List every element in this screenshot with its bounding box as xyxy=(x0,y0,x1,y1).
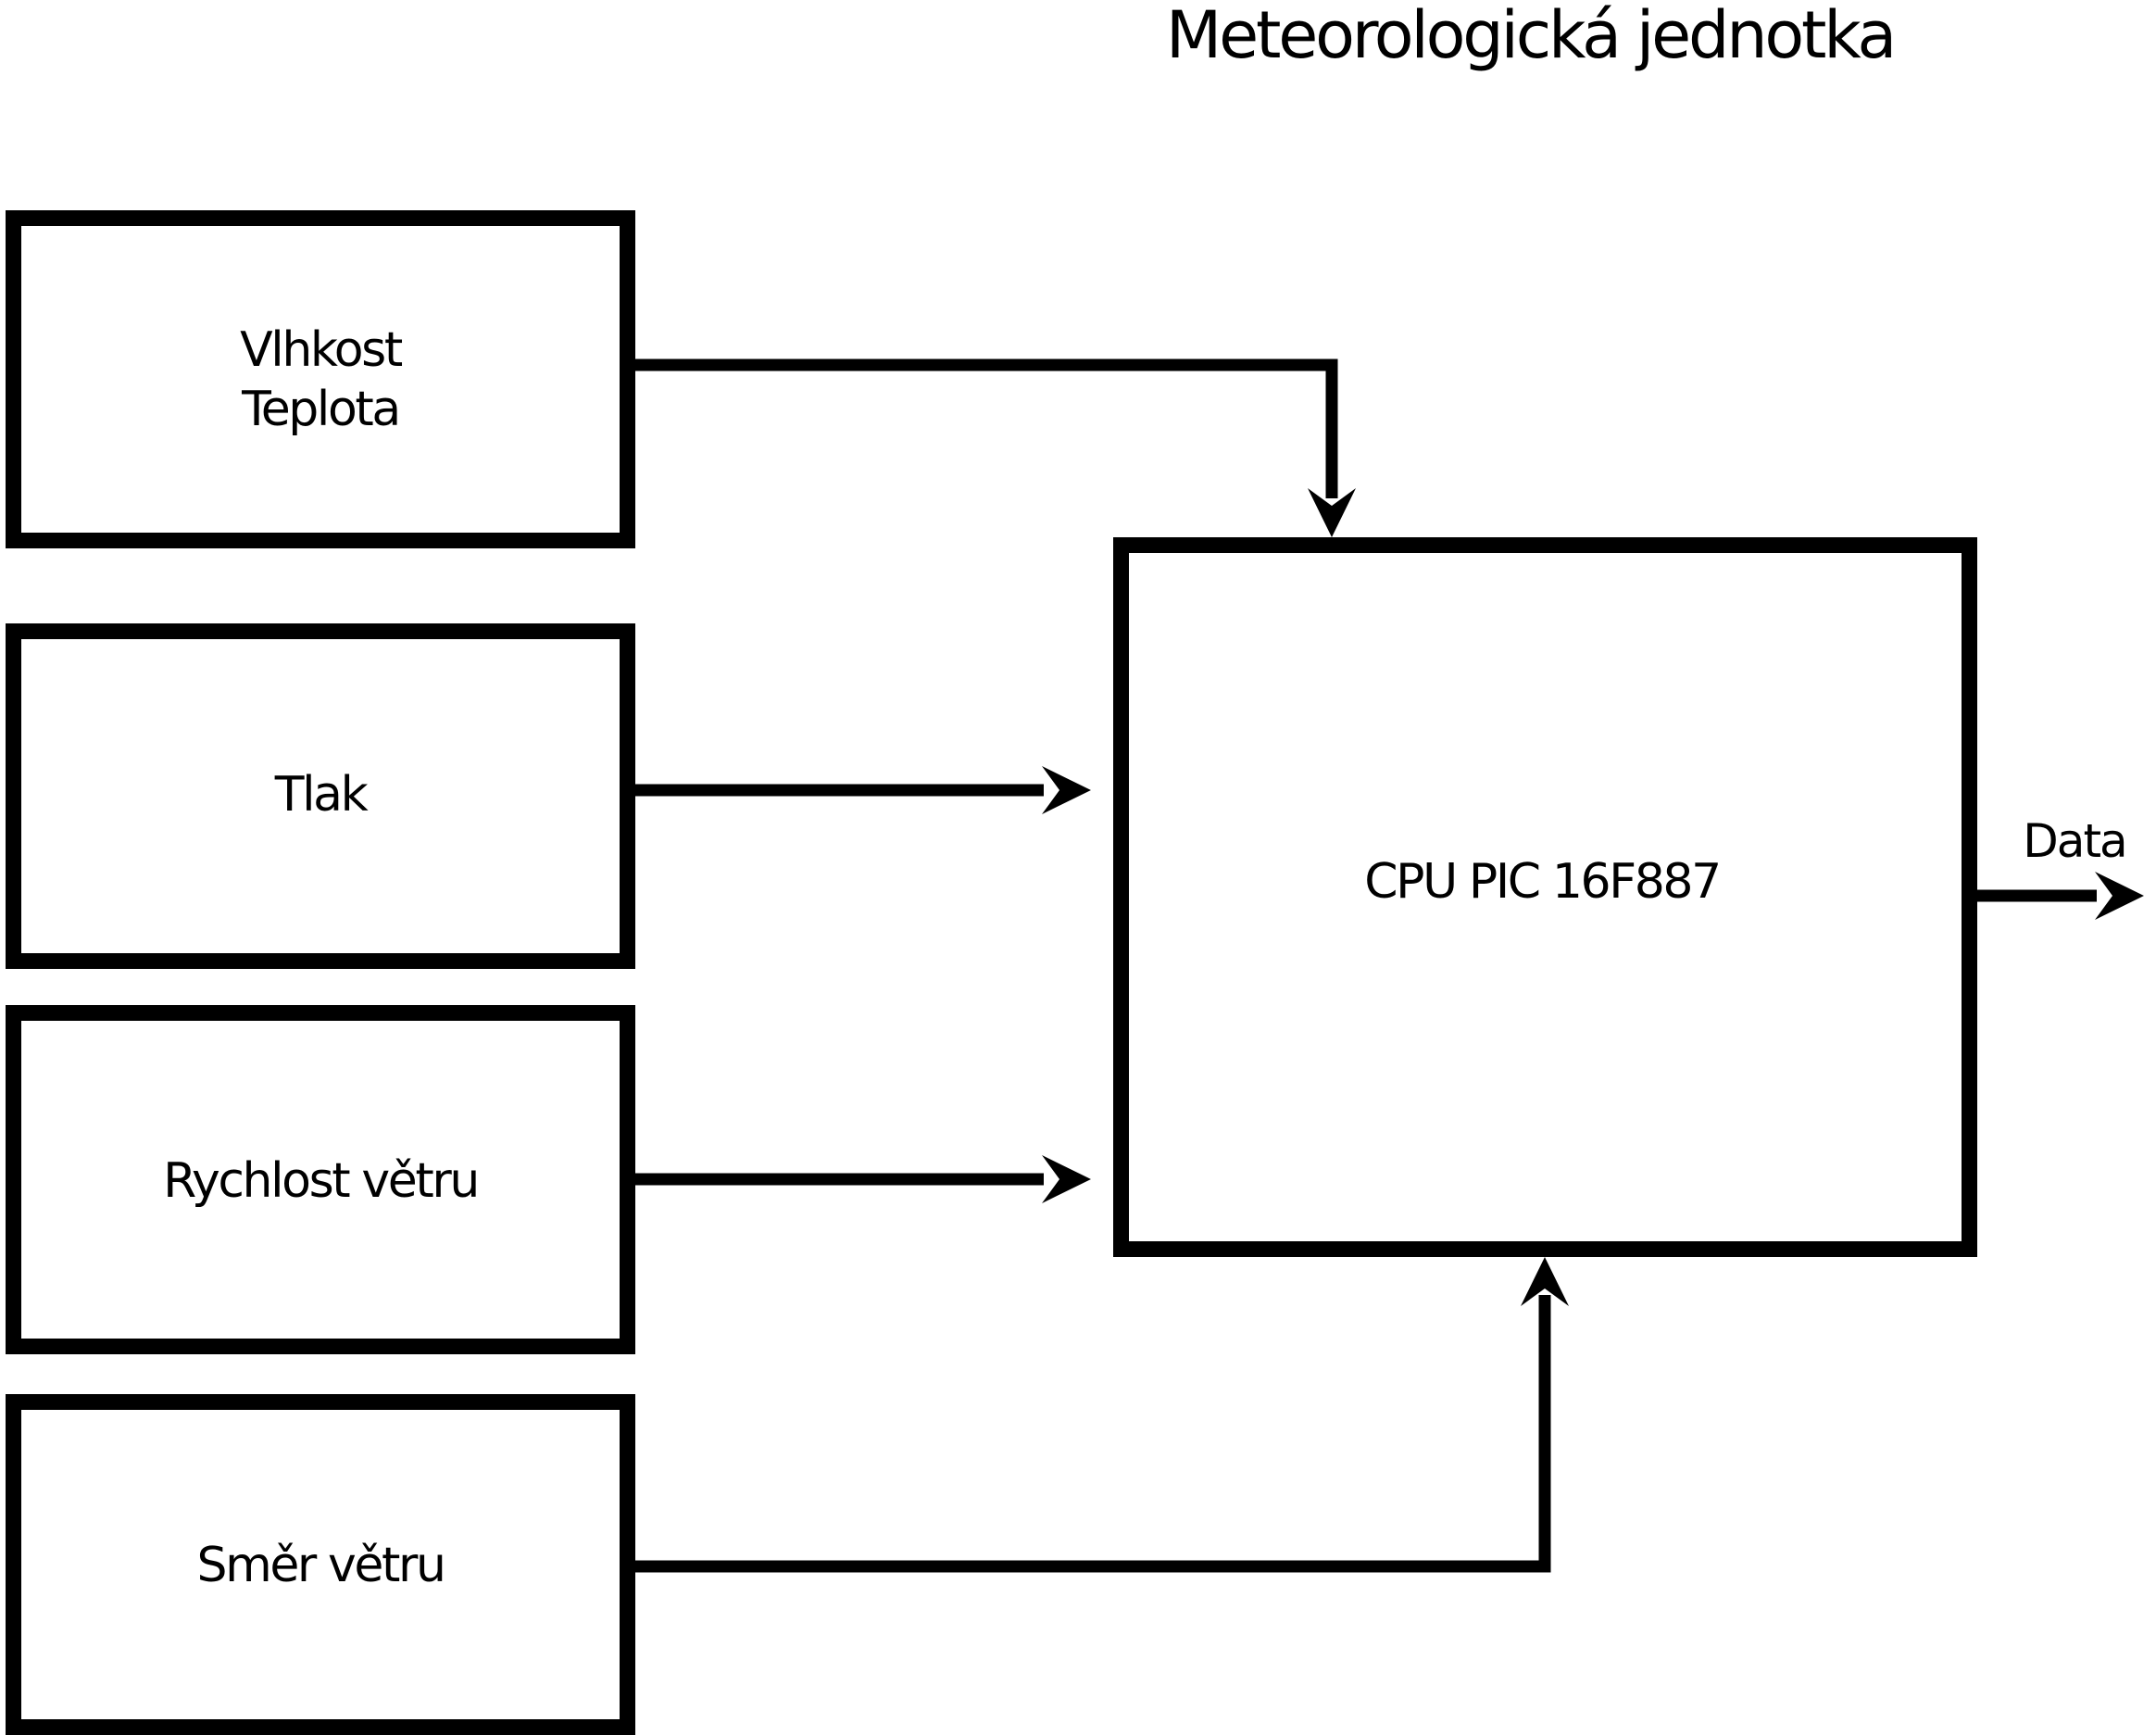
box-wind-direction-label: Směr větru xyxy=(196,1538,444,1593)
box-pressure-label: Tlak xyxy=(274,767,369,823)
box-humidity-temperature-label-line1: Vlhkost xyxy=(240,322,403,378)
arrowhead-down-icon xyxy=(1308,488,1356,537)
box-wind-speed-label: Rychlost větru xyxy=(163,1153,478,1209)
arrowhead-up-icon xyxy=(1521,1257,1569,1306)
box-humidity-temperature-label-line2: Teplota xyxy=(241,382,399,437)
box-humidity-temperature xyxy=(6,210,635,548)
box-cpu xyxy=(1113,537,1977,1257)
box-wind-direction xyxy=(6,1394,635,1735)
box-wind-speed xyxy=(6,1005,635,1354)
connector-humidity-to-cpu xyxy=(635,358,1338,498)
arrowhead-right-icon xyxy=(1042,766,1091,814)
diagram-title: Meteorologická jednotka xyxy=(1166,0,1894,73)
data-output-label: Data xyxy=(2023,814,2125,868)
connector-wind-direction-to-cpu xyxy=(635,1295,1551,1573)
arrowhead-right-icon xyxy=(1042,1155,1091,1203)
arrowhead-right-icon xyxy=(2095,872,2144,920)
box-pressure xyxy=(6,623,635,969)
box-cpu-label: CPU PIC 16F887 xyxy=(1364,854,1720,910)
